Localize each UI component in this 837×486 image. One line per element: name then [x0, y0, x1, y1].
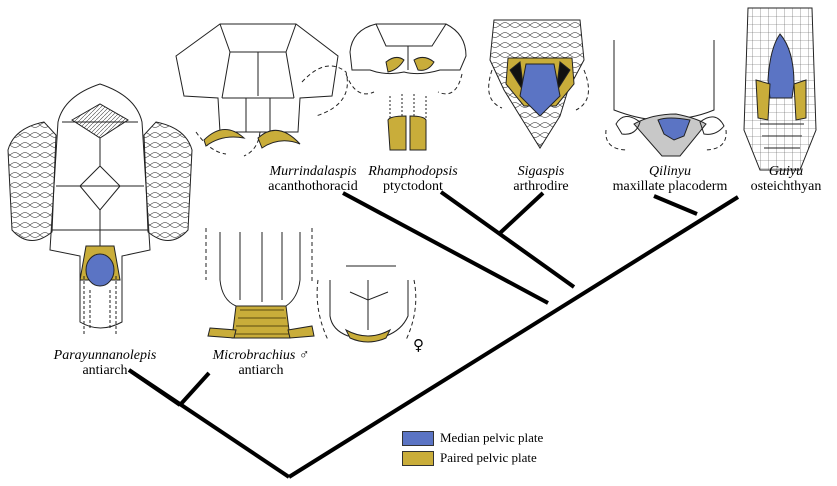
- male-symbol: ♂: [298, 348, 310, 363]
- genus-name: Murrindalaspis: [269, 164, 357, 179]
- tree-root-trunk: [287, 195, 740, 479]
- taxon-label-guiyu: Guiyu osteichthyan: [736, 164, 836, 194]
- sigaspis-drawing: [488, 19, 589, 149]
- taxon-label-rhamphodopsis: Rhamphodopsis ptyctodont: [358, 164, 468, 194]
- genus-name: Parayunnanolepis: [53, 348, 157, 363]
- genus-name: Sigaspis: [517, 164, 565, 179]
- genus-text: Microbrachius: [212, 348, 296, 363]
- branch-qilinyu: [653, 194, 698, 216]
- guiyu-drawing: [743, 7, 817, 171]
- female-symbol: ♀: [413, 336, 424, 354]
- branch-rhamphodopsis: [439, 190, 576, 289]
- taxon-label-qilinyu: Qilinyu maxillate placoderm: [595, 164, 745, 194]
- taxon-label-murrindalaspis: Murrindalaspis acanthothoracid: [248, 164, 378, 194]
- group-name: acanthothoracid: [268, 179, 358, 194]
- branch-parayunnanolepis: [127, 368, 182, 407]
- murrindalaspis-drawing: [175, 23, 348, 157]
- group-name: antiarch: [82, 363, 128, 378]
- genus-name: Microbrachius ♂: [196, 348, 326, 363]
- legend-item-median: Median pelvic plate: [402, 430, 543, 446]
- legend-swatch-paired: [402, 450, 434, 466]
- taxon-label-sigaspis: Sigaspis arthrodire: [496, 164, 586, 194]
- branch-sigaspis: [498, 191, 545, 235]
- parayunnanolepis-drawing: [7, 83, 193, 336]
- group-name: osteichthyan: [750, 179, 822, 194]
- genus-name: Qilinyu: [649, 164, 691, 179]
- rhamphodopsis-drawing: [345, 23, 467, 151]
- genus-name: Guiyu: [768, 164, 804, 179]
- legend-item-paired: Paired pelvic plate: [402, 450, 537, 466]
- female-antiarch-drawing: [316, 265, 417, 343]
- legend-label-median: Median pelvic plate: [440, 430, 544, 445]
- genus-name: Rhamphodopsis: [368, 164, 458, 179]
- group-name: antiarch: [238, 363, 284, 378]
- cladogram-tree: [127, 190, 740, 479]
- taxon-label-microbrachius: Microbrachius ♂ antiarch: [196, 348, 326, 378]
- branch-murrindalaspis: [342, 191, 549, 305]
- taxon-label-parayunnanolepis: Parayunnanolepis antiarch: [40, 348, 170, 378]
- group-name: arthrodire: [513, 179, 569, 194]
- legend-swatch-median: [402, 430, 434, 446]
- group-name: maxillate placoderm: [612, 179, 728, 194]
- qilinyu-drawing: [605, 40, 727, 157]
- microbrachius-drawing: [205, 228, 315, 339]
- legend-label-paired: Paired pelvic plate: [440, 450, 537, 465]
- group-name: ptyctodont: [383, 179, 443, 194]
- branch-microbrachius: [178, 371, 211, 407]
